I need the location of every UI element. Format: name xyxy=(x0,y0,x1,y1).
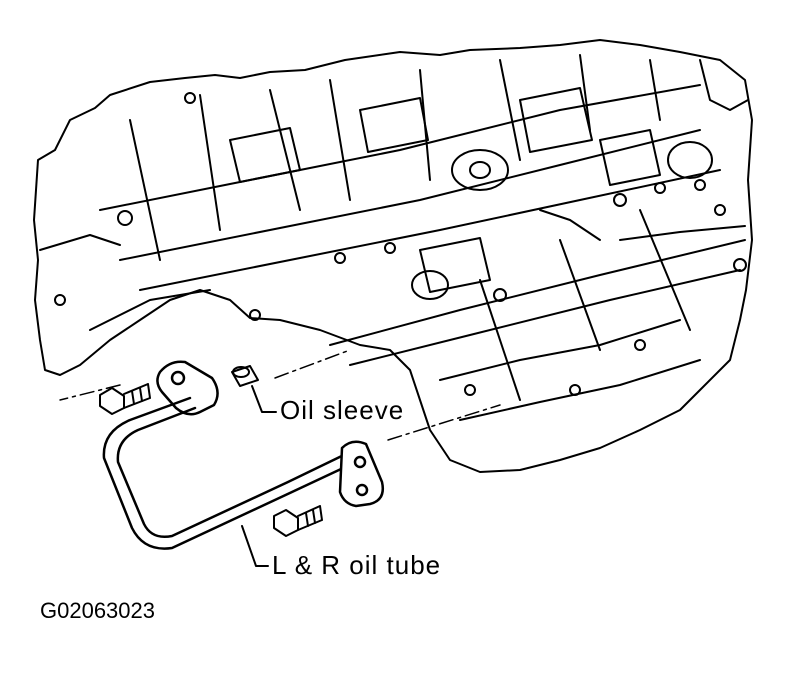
engine-block-outline xyxy=(34,40,752,472)
block-cavity xyxy=(230,128,300,182)
alignment-line xyxy=(388,405,500,440)
block-rib xyxy=(640,210,690,330)
bolt-hole xyxy=(55,295,65,305)
bolt-hole xyxy=(335,253,345,263)
block-boss xyxy=(668,142,712,178)
oil-tube-label: L & R oil tube xyxy=(272,550,442,580)
block-rail xyxy=(140,170,720,290)
alignment-line xyxy=(60,385,120,400)
block-rib xyxy=(330,80,350,200)
bolt-hole xyxy=(695,180,705,190)
oil-sleeve-label: Oil sleeve xyxy=(280,395,405,425)
block-rib xyxy=(580,55,590,130)
bolt-hole xyxy=(614,194,626,206)
block-rib xyxy=(270,90,300,210)
block-boss xyxy=(412,271,448,299)
block-detail xyxy=(700,60,748,110)
block-rail xyxy=(350,270,740,365)
flange-bolt xyxy=(274,506,322,536)
bolt-hole xyxy=(385,243,395,253)
block-rib xyxy=(500,60,520,160)
block-rib xyxy=(200,95,220,230)
block-detail xyxy=(540,210,600,240)
block-pulley xyxy=(452,150,508,190)
bolt-hole xyxy=(655,183,665,193)
block-rail xyxy=(330,240,745,345)
bolt-hole xyxy=(734,259,746,271)
block-detail xyxy=(460,360,700,420)
figure-code: G02063023 xyxy=(40,598,155,623)
oil-tube-part xyxy=(104,362,383,549)
block-detail xyxy=(90,290,210,330)
block-rail xyxy=(120,130,700,260)
block-rib xyxy=(130,120,160,260)
block-rib xyxy=(650,60,660,120)
block-detail xyxy=(40,235,120,250)
alignment-line xyxy=(275,350,350,378)
oil-sleeve-part xyxy=(232,366,258,386)
leader-oil-tube xyxy=(242,526,268,566)
block-rib xyxy=(480,280,520,400)
block-rib xyxy=(560,240,600,350)
block-rail xyxy=(100,85,700,210)
leader-oil-sleeve xyxy=(252,386,276,412)
flange-bolt xyxy=(100,384,150,414)
block-cavity xyxy=(600,130,660,185)
block-pulley-hub xyxy=(470,162,490,178)
block-detail xyxy=(620,226,745,240)
bolt-hole xyxy=(715,205,725,215)
bolt-hole xyxy=(185,93,195,103)
bolt-hole xyxy=(635,340,645,350)
block-cavity xyxy=(420,238,490,292)
block-cavity xyxy=(520,88,592,152)
block-cavity xyxy=(360,98,428,152)
bolt-hole xyxy=(118,211,132,225)
bolt-hole xyxy=(250,310,260,320)
bolt-hole xyxy=(494,289,506,301)
bolt-hole xyxy=(465,385,475,395)
block-detail xyxy=(440,320,680,380)
